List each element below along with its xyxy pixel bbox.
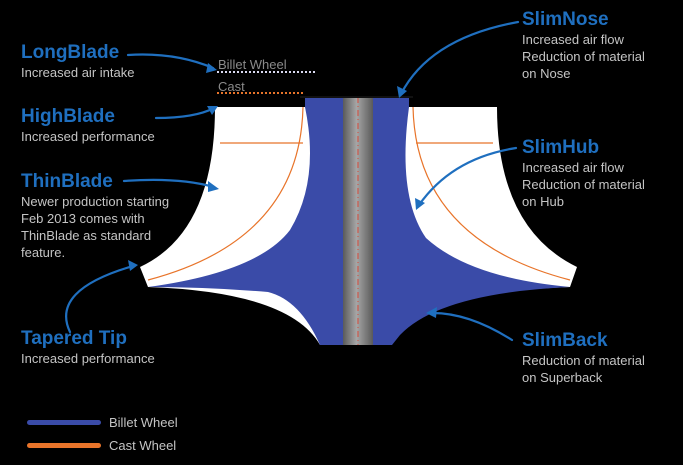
billet-wheel-top-label: Billet Wheel [218,57,287,72]
long-blade-arrowhead [206,63,217,73]
callout-slim-back: SlimBack Reduction of material on Superb… [522,330,645,386]
high-blade-arrowhead [207,106,218,115]
callout-desc: Reduction of material [522,49,645,64]
slim-nose-arrow [399,20,520,96]
callout-slim-nose: SlimNose Increased air flow Reduction of… [522,9,645,82]
long-blade-arrow [126,53,215,70]
callout-desc: Increased air intake [21,65,135,80]
legend-label: Cast Wheel [109,438,177,453]
legend-item-billet: Billet Wheel [27,415,178,430]
legend-item-cast: Cast Wheel [27,438,176,453]
thin-blade-arrowhead [208,181,219,192]
cast-top-label: Cast [218,79,245,94]
tapered-tip-arrow [65,264,135,334]
callout-desc: Increased air flow [522,32,624,47]
callout-title: HighBlade [21,106,115,127]
callout-desc: on Hub [522,194,564,209]
cast-outline-right [412,106,571,281]
callout-high-blade: HighBlade Increased performance [21,106,155,145]
slim-nose-arrowhead [397,86,407,98]
callout-title: Tapered Tip [21,328,127,349]
callout-desc: Increased performance [21,351,155,366]
callout-desc: Reduction of material [522,177,645,192]
thin-blade-arrow [122,178,216,189]
callout-title: SlimBack [522,330,608,351]
legend-label: Billet Wheel [109,415,178,430]
callout-slim-hub: SlimHub Increased air flow Reduction of … [522,137,645,210]
tapered-tip-arrowhead [128,260,138,271]
callout-long-blade: LongBlade Increased air intake [21,42,134,81]
callout-desc: on Nose [522,66,571,81]
callout-title: SlimNose [522,9,609,30]
legend-swatch-cast [27,443,101,448]
callout-desc: feature. [21,245,66,260]
callout-desc: Feb 2013 comes with [21,211,145,226]
callout-desc: Newer production starting [21,194,170,209]
callout-desc: Increased performance [21,129,155,144]
callout-desc: ThinBlade as standard [21,228,152,243]
slim-back-arrowhead [426,307,437,318]
callout-title: ThinBlade [21,171,113,192]
slim-hub-arrowhead [415,198,425,210]
slim-hub-arrow [417,146,518,207]
callout-tapered-tip: Tapered Tip Increased performance [21,328,155,367]
callout-thin-blade: ThinBlade Newer production starting Feb … [21,171,169,261]
slim-back-arrow [428,311,514,342]
legend-swatch-billet [27,420,101,425]
callout-title: SlimHub [522,137,600,158]
callout-desc: Increased air flow [522,160,624,175]
callout-desc: on Superback [522,370,603,385]
callout-title: LongBlade [21,42,120,63]
callout-desc: Reduction of material [522,353,645,368]
cast-outline-left [147,106,304,281]
high-blade-arrow [154,106,216,120]
